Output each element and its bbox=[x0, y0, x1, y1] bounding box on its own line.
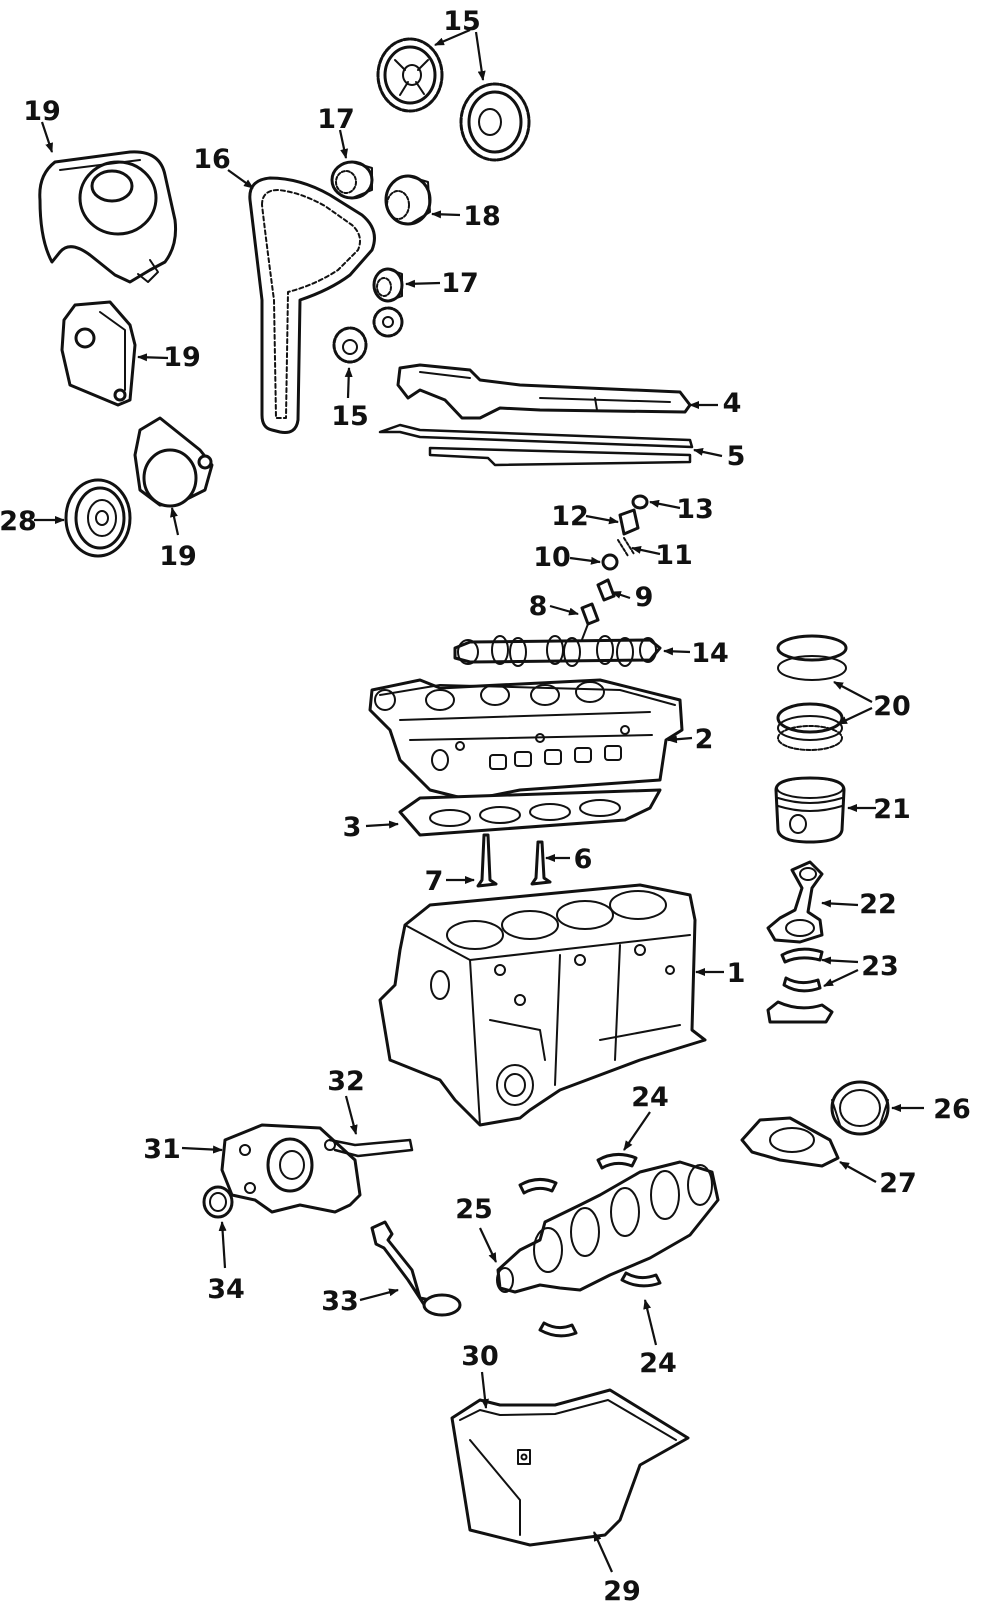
oil-pan bbox=[450, 1388, 690, 1547]
callout-18: 18 bbox=[463, 201, 501, 232]
valve-train-components bbox=[577, 494, 649, 651]
oil-pump-seal bbox=[202, 1185, 234, 1219]
callout-2: 2 bbox=[695, 724, 714, 755]
callout-19-mid: 19 bbox=[163, 342, 201, 373]
callout-26: 26 bbox=[933, 1094, 971, 1125]
crankshaft bbox=[496, 1160, 720, 1294]
callout-33: 33 bbox=[321, 1286, 359, 1317]
callout-15-lower: 15 bbox=[331, 401, 369, 432]
camshaft-sprocket-left bbox=[376, 37, 444, 113]
callout-24-bottom: 24 bbox=[639, 1348, 677, 1379]
cylinder-head-gasket bbox=[398, 788, 662, 837]
callout-21: 21 bbox=[873, 794, 911, 825]
piston bbox=[774, 776, 846, 844]
callout-30: 30 bbox=[461, 1341, 499, 1372]
callout-6: 6 bbox=[574, 844, 593, 875]
crankshaft-pulley bbox=[64, 478, 132, 558]
callout-17-top: 17 bbox=[317, 104, 355, 135]
callout-24-top: 24 bbox=[631, 1082, 669, 1113]
piston-rings bbox=[776, 634, 848, 751]
callout-15-top: 15 bbox=[443, 6, 481, 37]
valve-cover-gasket bbox=[378, 423, 694, 467]
callout-20: 20 bbox=[873, 691, 911, 722]
callout-25: 25 bbox=[455, 1194, 493, 1225]
camshaft-sprocket-right bbox=[459, 82, 531, 162]
tensioner-pulley bbox=[384, 174, 432, 226]
connecting-rod bbox=[766, 860, 824, 944]
timing-belt bbox=[248, 176, 376, 434]
callout-23: 23 bbox=[861, 951, 899, 982]
camshaft bbox=[453, 635, 662, 667]
callout-17-lower: 17 bbox=[441, 268, 479, 299]
callout-1: 1 bbox=[727, 958, 746, 989]
valve-intake bbox=[530, 840, 552, 886]
rear-main-seal bbox=[830, 1080, 890, 1136]
callout-labels: 15 19 16 17 18 17 19 15 4 5 28 19 12 13 … bbox=[0, 6, 971, 1607]
cylinder-head bbox=[368, 678, 684, 802]
callout-29: 29 bbox=[603, 1576, 641, 1607]
valve-exhaust bbox=[476, 833, 498, 888]
callout-leaders bbox=[34, 28, 924, 1573]
engine-block bbox=[378, 883, 707, 1127]
oil-pickup-tube-bracket bbox=[328, 1138, 414, 1158]
callout-32: 32 bbox=[327, 1066, 365, 1097]
callout-12: 12 bbox=[551, 501, 589, 532]
callout-19-low: 19 bbox=[159, 541, 197, 572]
callout-11: 11 bbox=[655, 540, 693, 571]
callout-8: 8 bbox=[529, 591, 548, 622]
callout-5: 5 bbox=[727, 441, 746, 472]
callout-13: 13 bbox=[676, 494, 714, 525]
callout-3: 3 bbox=[343, 812, 362, 843]
main-bearing-shells bbox=[518, 1153, 662, 1338]
callout-16: 16 bbox=[193, 144, 231, 175]
callout-31: 31 bbox=[143, 1134, 181, 1165]
callout-9: 9 bbox=[635, 582, 654, 613]
valve-cover bbox=[396, 363, 692, 420]
callout-19-top: 19 bbox=[23, 96, 61, 127]
callout-10: 10 bbox=[533, 542, 571, 573]
callout-4: 4 bbox=[723, 388, 742, 419]
oil-pickup-tube bbox=[370, 1220, 462, 1317]
callout-28: 28 bbox=[0, 506, 37, 537]
idler-pulley-lower bbox=[372, 267, 404, 303]
callout-27: 27 bbox=[879, 1168, 917, 1199]
timing-cover-lower bbox=[133, 416, 214, 508]
callout-14: 14 bbox=[691, 638, 729, 669]
crankshaft-sprocket bbox=[332, 326, 368, 364]
upper-timing-cover bbox=[38, 150, 177, 284]
callout-34: 34 bbox=[207, 1274, 245, 1305]
callout-7: 7 bbox=[425, 866, 444, 897]
idler-pulley-upper bbox=[330, 160, 374, 200]
oil-pump bbox=[220, 1123, 362, 1214]
rod-bearing-shells bbox=[766, 947, 834, 1024]
timing-cover-middle bbox=[60, 300, 137, 407]
callout-22: 22 bbox=[859, 889, 897, 920]
seal-retainer bbox=[740, 1116, 840, 1168]
idler-gear-small bbox=[372, 306, 404, 338]
